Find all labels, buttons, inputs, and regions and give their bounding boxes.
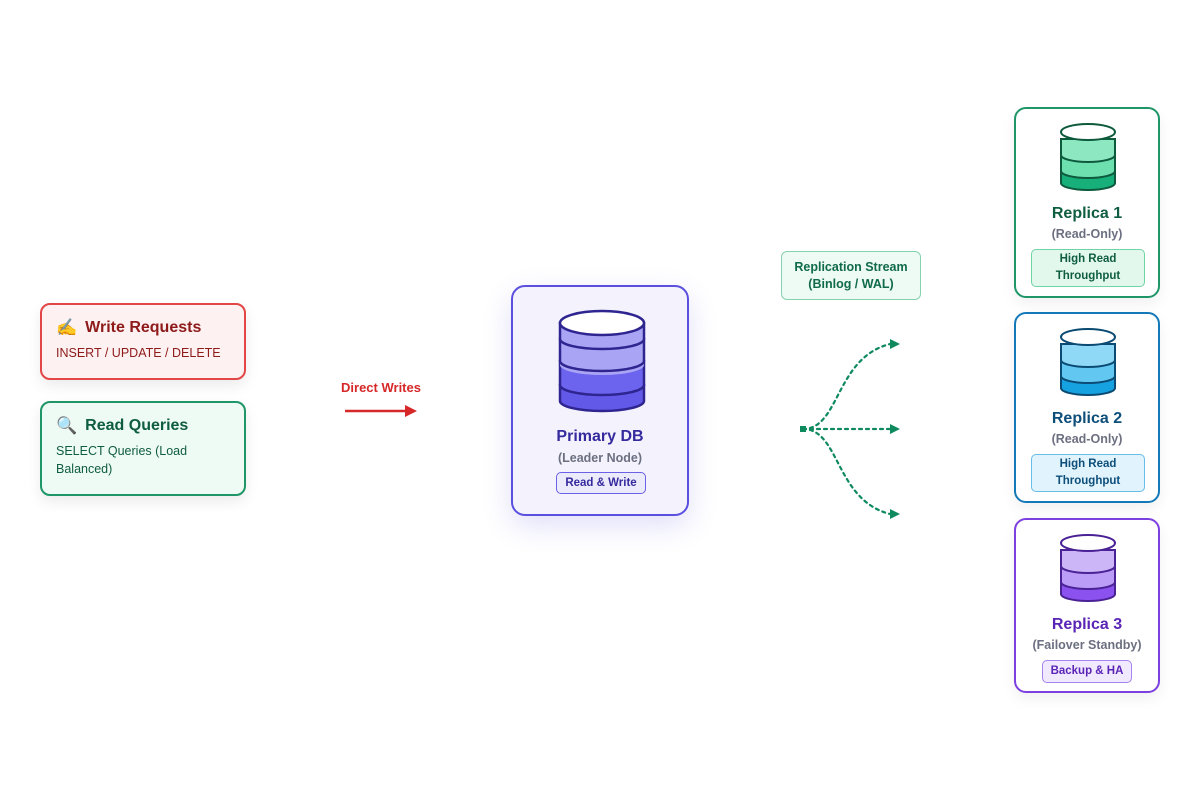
primary-db-title: Primary DB — [556, 428, 644, 445]
direct-writes-arrow — [345, 405, 417, 417]
replica-2-badge-line-2: Throughput — [1055, 475, 1121, 487]
replica-2-subtitle: (Read-Only) — [1051, 432, 1123, 446]
read-queries-subtitle: SELECT Queries (Load Balanced) — [56, 444, 188, 476]
database-icon — [1060, 534, 1116, 602]
replica-2-title: Replica 2 — [1051, 410, 1123, 427]
replica-3-title: Replica 3 — [1051, 616, 1123, 633]
replica-2-badge-line-1: High Read — [1059, 458, 1117, 470]
replication-arrows — [800, 339, 900, 519]
replication-stream-subtitle: (Binlog / WAL) — [808, 277, 894, 291]
primary-db-badge: Read & Write — [556, 472, 646, 494]
write-requests-card: ✍️ Write Requests INSERT / UPDATE / DELE… — [40, 303, 246, 380]
write-requests-header: ✍️ Write Requests — [56, 319, 230, 337]
write-requests-title: Write Requests — [85, 319, 202, 336]
replica-2-badge: High Read Throughput — [1031, 454, 1145, 492]
writing-hand-icon: ✍️ — [56, 318, 78, 338]
primary-db-node: Primary DB (Leader Node) Read & Write — [511, 285, 689, 516]
replica-3-node: Replica 3 (Failover Standby) Backup & HA — [1014, 518, 1160, 693]
database-icon — [1060, 328, 1116, 396]
replica-3-subtitle: (Failover Standby) — [1032, 638, 1142, 652]
replication-arrow-replica-3 — [801, 427, 892, 516]
replication-stream-title: Replication Stream — [794, 260, 908, 274]
replica-1-title: Replica 1 — [1051, 205, 1123, 222]
replica-3-badge: Backup & HA — [1042, 660, 1132, 683]
replication-stream-label: Replication Stream (Binlog / WAL) — [781, 251, 921, 300]
replica-1-subtitle: (Read-Only) — [1051, 227, 1123, 241]
replica-1-node: Replica 1 (Read-Only) High Read Throughp… — [1014, 107, 1160, 298]
database-icon — [558, 309, 646, 413]
read-queries-card: 🔍 Read Queries SELECT Queries (Load Bala… — [40, 401, 246, 496]
replica-1-badge: High Read Throughput — [1031, 249, 1145, 287]
read-queries-header: 🔍 Read Queries — [56, 417, 230, 435]
replica-1-badge-line-2: Throughput — [1055, 270, 1121, 282]
database-icon — [1060, 123, 1116, 191]
write-requests-subtitle: INSERT / UPDATE / DELETE — [56, 346, 221, 360]
read-queries-title: Read Queries — [85, 417, 189, 434]
replica-1-badge-line-1: High Read — [1059, 253, 1117, 265]
direct-writes-label: Direct Writes — [341, 380, 421, 395]
primary-db-subtitle: (Leader Node) — [557, 451, 643, 465]
replica-2-node: Replica 2 (Read-Only) High Read Throughp… — [1014, 312, 1160, 503]
replication-arrow-replica-1 — [801, 342, 892, 431]
magnifier-icon: 🔍 — [56, 416, 78, 436]
